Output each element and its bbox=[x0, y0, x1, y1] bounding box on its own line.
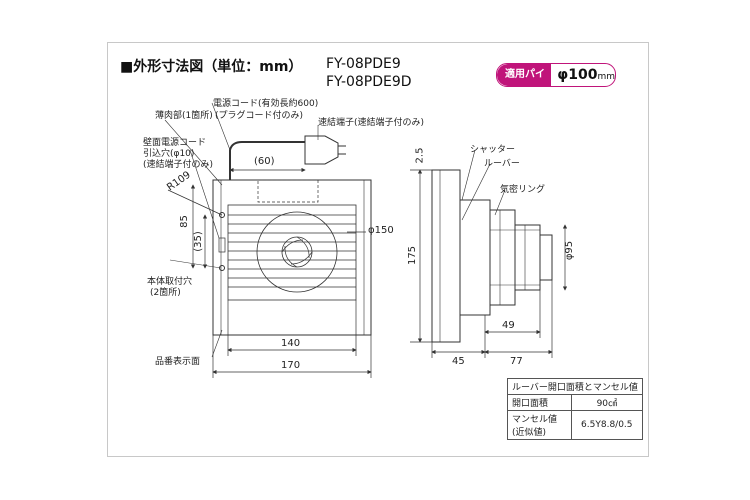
dim-35: (35) bbox=[192, 231, 204, 252]
spec-table-header: ルーバー開口面積とマンセル値 bbox=[507, 378, 643, 395]
dim-175: 175 bbox=[407, 245, 419, 266]
spec-key-munsell: マンセル値 (近似値) bbox=[507, 410, 572, 440]
table-row: マンセル値 (近似値) 6.5Y8.8/0.5 bbox=[507, 410, 643, 440]
side-body-outline bbox=[431, 169, 461, 343]
spec-key-area: 開口面積 bbox=[507, 394, 572, 411]
pipe-badge-value: φ100mm bbox=[551, 67, 615, 83]
dim-2-5: 2.5 bbox=[414, 147, 426, 164]
label-shutter: シャッター bbox=[470, 145, 516, 155]
label-thin-part: 薄肉部(1箇所) bbox=[155, 111, 213, 121]
pipe-badge-unit: mm bbox=[597, 72, 615, 82]
label-mount-hole: 本体取付穴 bbox=[147, 277, 193, 287]
label-cord-hole: 引込穴(φ10) bbox=[143, 149, 195, 159]
dim-140: 140 bbox=[281, 338, 301, 349]
pipe-badge-label: 適用パイプ bbox=[497, 64, 552, 86]
model-number-1: FY-08PDE9 bbox=[326, 56, 401, 72]
label-plug: (プラグコード付のみ) bbox=[215, 111, 304, 121]
label-seal-ring: 気密リング bbox=[500, 185, 546, 195]
fan-circle bbox=[256, 211, 338, 293]
dim-77: 77 bbox=[510, 356, 523, 367]
label-power-cord: 電源コード(有効長約600) bbox=[213, 99, 319, 109]
front-grille bbox=[227, 204, 357, 301]
page-title: ■外形寸法図（単位：mm） bbox=[120, 59, 303, 75]
front-body-outline bbox=[212, 179, 372, 336]
label-mount-hole-count: (2箇所) bbox=[150, 288, 181, 298]
label-wall-cord: 壁面電源コード bbox=[143, 138, 207, 148]
label-cord-hole-note: (速結端子付のみ) bbox=[143, 160, 214, 170]
louver-spec-table: ルーバー開口面積とマンセル値 開口面積 90㎠ マンセル値 (近似値) 6.5Y… bbox=[507, 378, 643, 440]
dim-phi95: φ95 bbox=[564, 240, 576, 261]
spec-value-munsell: 6.5Y8.8/0.5 bbox=[570, 410, 643, 440]
dim-phi150: φ150 bbox=[368, 225, 394, 236]
table-row: 開口面積 90㎠ bbox=[507, 394, 643, 411]
label-louver: ルーバー bbox=[484, 159, 520, 169]
model-number-2: FY-08PDE9D bbox=[326, 74, 412, 90]
pipe-size-badge: 適用パイプ φ100mm bbox=[496, 63, 616, 87]
label-model-plate: 品番表示面 bbox=[155, 357, 201, 367]
spec-value-area: 90㎠ bbox=[570, 394, 643, 411]
dim-cord-60: (60) bbox=[254, 156, 275, 167]
dim-170: 170 bbox=[281, 360, 301, 371]
dim-45: 45 bbox=[452, 356, 465, 367]
dim-85: 85 bbox=[178, 215, 190, 228]
dim-49: 49 bbox=[502, 320, 515, 331]
pipe-badge-diameter: φ100 bbox=[557, 67, 598, 83]
label-connector: 速結端子(速結端子付のみ) bbox=[318, 118, 425, 128]
